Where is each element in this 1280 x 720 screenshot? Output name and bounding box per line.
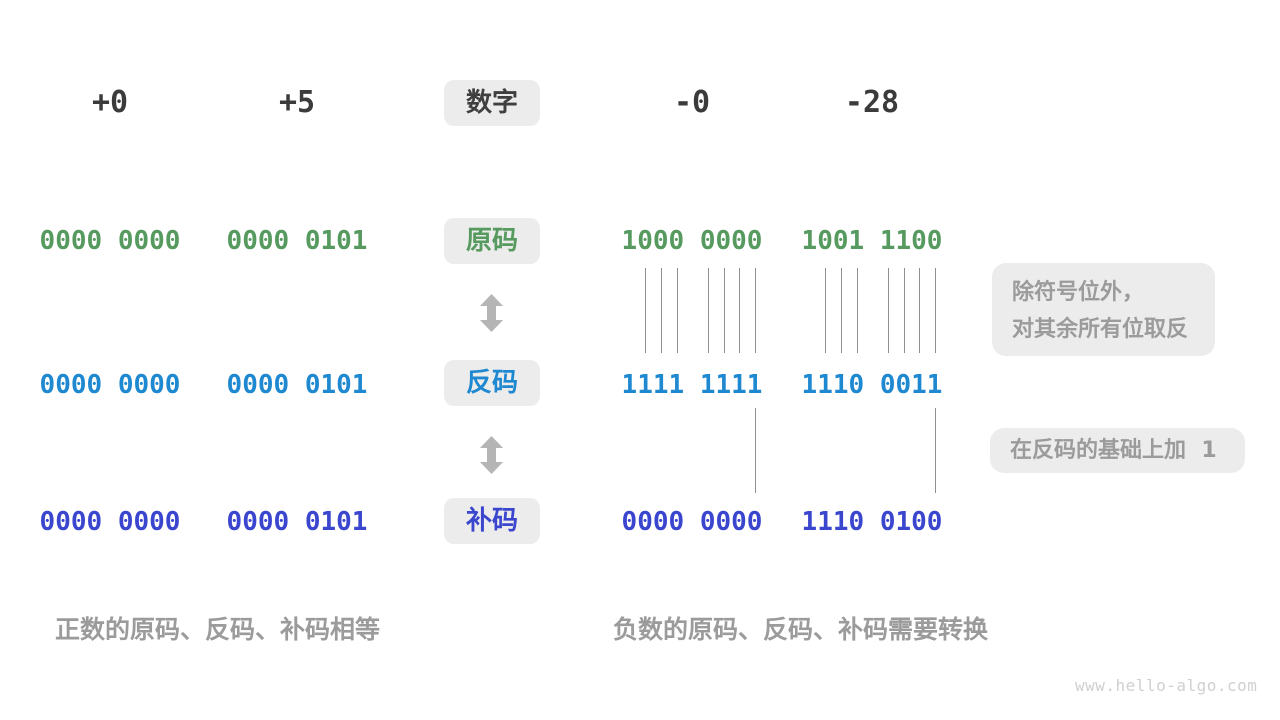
number-neg-zero: -0 <box>673 85 711 120</box>
ones-complement-neg-28: 1110 0011 <box>801 370 943 400</box>
number-neg-28: -28 <box>844 85 900 120</box>
add-one-line-neg-zero <box>622 408 763 493</box>
sign-magnitude-neg-zero: 1000 0000 <box>621 226 763 256</box>
ones-complement-pos-zero: 0000 0000 <box>39 370 181 400</box>
bit-invert-lines-neg-28 <box>802 268 943 353</box>
twos-complement-row-label: 补码 <box>444 498 540 544</box>
ones-complement-row-label: 反码 <box>444 360 540 406</box>
twos-complement-pos-five: 0000 0101 <box>226 507 368 537</box>
bit-invert-lines-neg-zero <box>622 268 763 353</box>
twos-complement-neg-28: 1110 0100 <box>801 507 943 537</box>
invert-bits-note: 除符号位外， 对其余所有位取反 <box>992 263 1215 356</box>
twos-complement-neg-zero: 0000 0000 <box>621 507 763 537</box>
number-pos-five: +5 <box>278 85 316 120</box>
ones-complement-neg-zero: 1111 1111 <box>621 370 763 400</box>
sign-magnitude-pos-five: 0000 0101 <box>226 226 368 256</box>
up-down-arrow-icon <box>480 294 503 332</box>
sign-magnitude-row-label: 原码 <box>444 218 540 264</box>
invert-bits-note-line1: 除符号位外， <box>1012 280 1145 305</box>
number-pos-zero: +0 <box>91 85 129 120</box>
add-one-line-neg-28 <box>802 408 943 493</box>
add-one-note: 在反码的基础上加 1 <box>990 428 1245 473</box>
positive-numbers-caption: 正数的原码、反码、补码相等 <box>55 615 381 644</box>
site-watermark: www.hello-algo.com <box>1075 676 1258 695</box>
sign-magnitude-pos-zero: 0000 0000 <box>39 226 181 256</box>
up-down-arrow-icon <box>480 436 503 474</box>
sign-magnitude-neg-28: 1001 1100 <box>801 226 943 256</box>
invert-bits-note-line2: 对其余所有位取反 <box>1012 317 1189 342</box>
negative-numbers-caption: 负数的原码、反码、补码需要转换 <box>613 615 989 644</box>
twos-complement-pos-zero: 0000 0000 <box>39 507 181 537</box>
number-row-label: 数字 <box>444 80 540 126</box>
ones-complement-pos-five: 0000 0101 <box>226 370 368 400</box>
